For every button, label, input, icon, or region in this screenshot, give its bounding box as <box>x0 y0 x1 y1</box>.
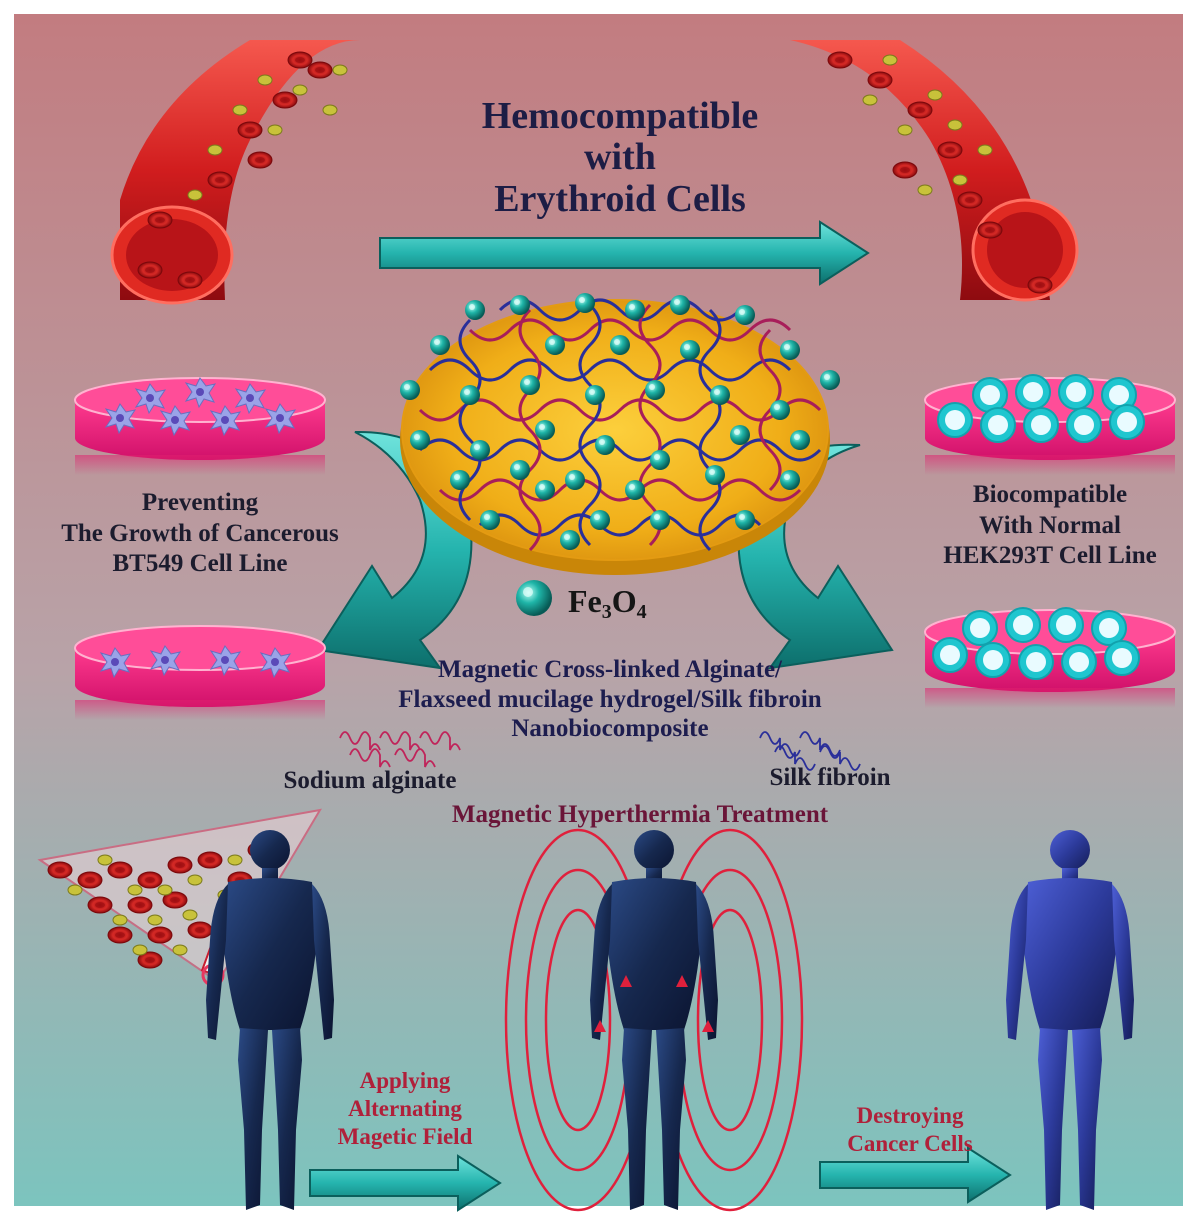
blood-vessel-right <box>790 40 1079 302</box>
step1-line2: Alternating <box>348 1096 462 1122</box>
normal-cell-line3: HEK293T Cell Line <box>943 542 1157 569</box>
cancer-effect-label: Preventing The Growth of Cancerous BT549… <box>20 488 380 580</box>
hydrogel-disc <box>400 293 840 575</box>
normal-cell-line2: With Normal <box>979 511 1121 539</box>
step-apply-field-label: Applying Alternating Magetic Field <box>305 1067 505 1151</box>
cancer-effect-line3: BT549 Cell Line <box>112 550 288 577</box>
bottom-arrow-right <box>819 1146 1012 1204</box>
dish-cancer-top <box>74 377 326 475</box>
normal-cell-label: Biocompatible With Normal HEK293T Cell L… <box>905 480 1195 572</box>
dish-cancer-bottom <box>74 625 326 720</box>
treatment-title: Magnetic Hyperthermia Treatment <box>451 801 829 828</box>
step1-line1: Applying <box>359 1068 451 1093</box>
normal-cell-line1: Biocompatible <box>972 481 1128 508</box>
cancer-effect-line1: Preventing <box>141 489 259 516</box>
composite-label: Magnetic Cross-linked Alginate/ Flaxseed… <box>330 655 890 744</box>
heading-line1: Hemocompatible <box>481 95 759 137</box>
step2-line2: Cancer Cells <box>847 1131 973 1157</box>
cancer-effect-line2: The Growth of Cancerous <box>61 519 339 547</box>
heading-line2: with <box>584 136 656 179</box>
composite-line1: Magnetic Cross-linked Alginate/ <box>438 656 782 683</box>
fe3o4-nanoparticle-icon <box>516 580 552 616</box>
field-arrows <box>594 975 714 1032</box>
dish-normal-top <box>924 374 1176 475</box>
sodium-alginate-label: Sodium alginate <box>283 767 457 794</box>
silk-fibroin-label: Silk fibroin <box>769 764 891 791</box>
heading: Hemocompatible with Erythroid Cells <box>380 95 860 220</box>
bottom-arrow-left <box>309 1154 502 1212</box>
composite-line2: Flaxseed mucilage hydrogel/Silk fibroin <box>398 685 822 713</box>
composite-line3: Nanobiocomposite <box>511 715 709 742</box>
sodium-alginate-icon <box>339 731 461 768</box>
step-destroy-cells-label: Destroying Cancer Cells <box>815 1102 1005 1158</box>
dish-normal-bottom <box>924 607 1176 708</box>
blood-vessel-left <box>110 40 360 305</box>
top-arrow <box>379 220 870 286</box>
step2-line1: Destroying <box>856 1103 964 1128</box>
step1-line3: Magetic Field <box>337 1124 473 1150</box>
silk-fibroin-icon <box>759 731 861 771</box>
heading-line3: Erythroid Cells <box>494 177 746 220</box>
fe3o4-label: Fe3O4 <box>568 583 647 623</box>
